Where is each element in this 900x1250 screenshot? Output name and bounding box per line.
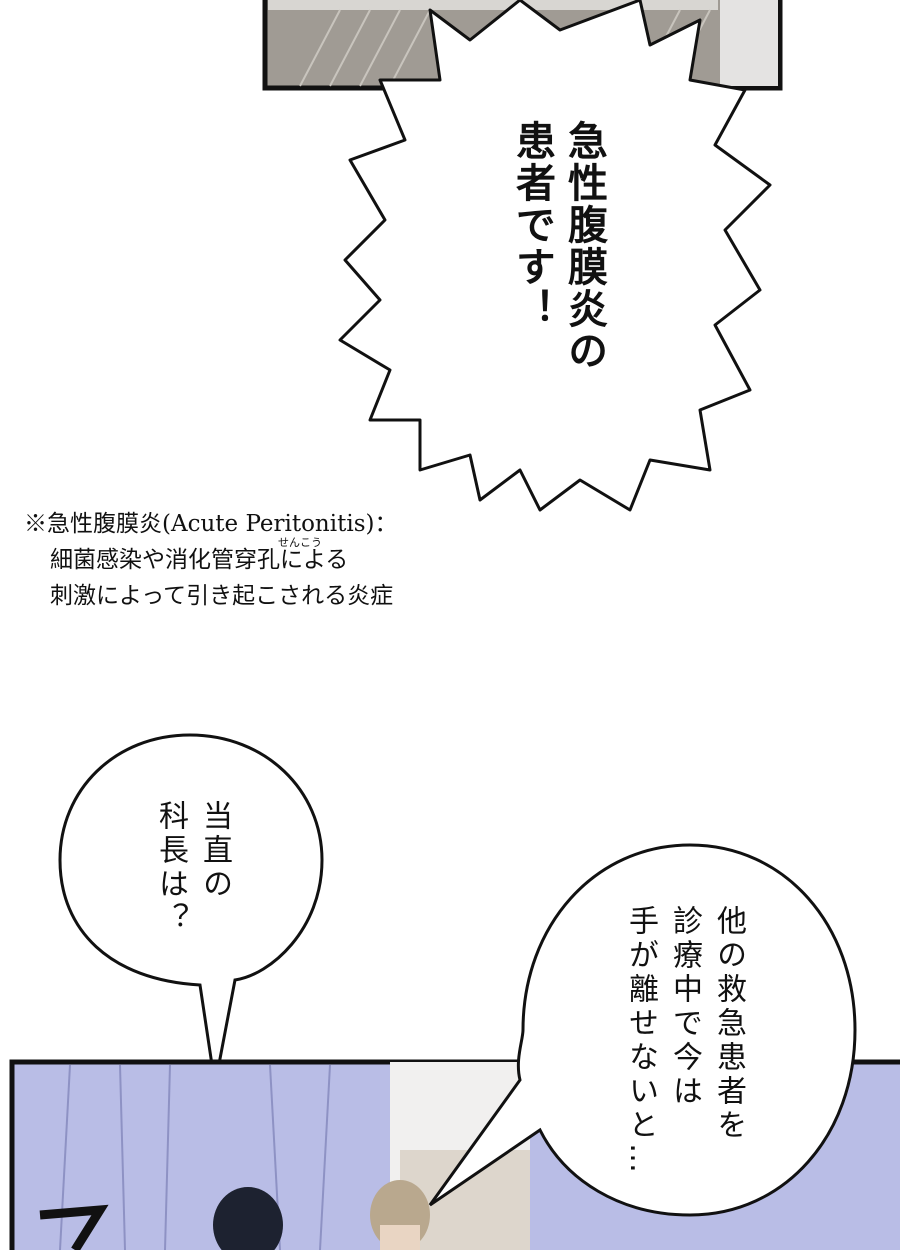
speech-bubble-left [58, 733, 324, 1086]
burst-line-2: 患者です！ [509, 120, 555, 330]
right-bubble-line-3: 手が離せないと… [623, 905, 658, 1177]
left-bubble-line-2: 科長は？ [153, 800, 188, 936]
burst-bubble [338, 0, 772, 512]
footnote-term: ※急性腹膜炎(Acute Peritonitis)： [24, 511, 398, 537]
burst-line-1: 急性腹膜炎の [561, 120, 607, 372]
footnote-line-2: 刺激によって引き起こされる炎症 [50, 583, 394, 609]
footnote: ※急性腹膜炎(Acute Peritonitis)： 細菌感染や消化管穿孔による… [24, 506, 397, 614]
right-bubble-line-2: 診療中で今は [667, 905, 702, 1109]
footnote-ruby: せんこう [278, 536, 322, 549]
left-bubble-line-1: 当直の [197, 800, 232, 902]
footnote-line-1: 細菌感染や消化管穿孔による [50, 547, 349, 573]
speech-bubble-right [428, 843, 857, 1217]
right-bubble-line-1: 他の救急患者を [711, 905, 746, 1143]
